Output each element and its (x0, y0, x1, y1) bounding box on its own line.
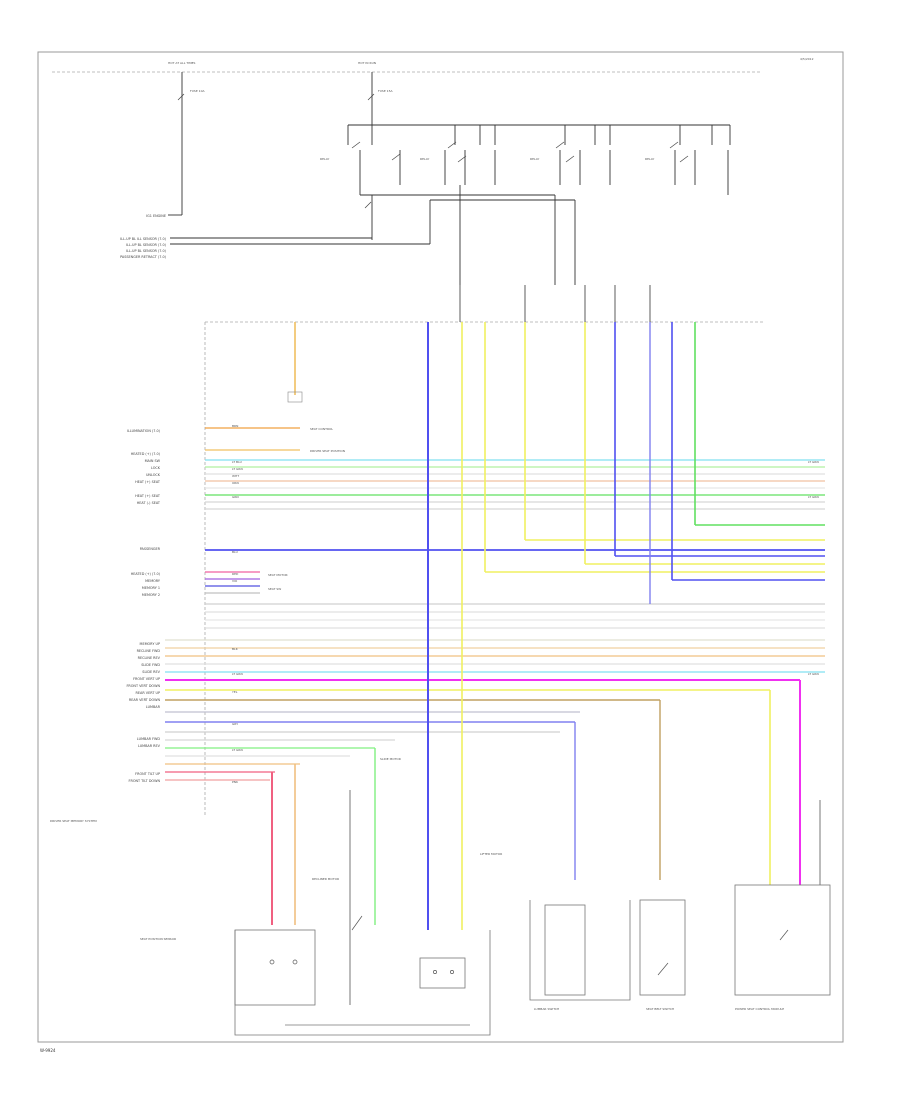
svg-text:FRONT TILT DOWN: FRONT TILT DOWN (129, 779, 161, 783)
svg-text:PASSENGER: PASSENGER (140, 547, 161, 551)
svg-text:GRN: GRN (232, 495, 239, 499)
svg-text:FRONT TILT UP: FRONT TILT UP (135, 772, 160, 776)
harness-lines (165, 427, 825, 781)
callout-seat-sw: SEAT SW (268, 587, 281, 591)
diagram-frame (37, 51, 844, 1043)
svg-text:SLIDE FWD: SLIDE FWD (141, 663, 160, 667)
svg-text:PASSENGER RETRACT (7.0): PASSENGER RETRACT (7.0) (120, 255, 167, 259)
svg-text:HEAT (+) SEAT: HEAT (+) SEAT (135, 480, 161, 484)
svg-text:MEMORY UP: MEMORY UP (140, 642, 160, 646)
svg-text:RECLINE FWD: RECLINE FWD (137, 649, 161, 653)
svg-text:MEMORY 2: MEMORY 2 (142, 593, 160, 597)
top-label-1: HOT AT ALL TIMES (168, 61, 196, 65)
bottom-components (234, 884, 831, 1036)
svg-text:PNK: PNK (232, 780, 239, 784)
svg-text:MEMORY 1: MEMORY 1 (142, 586, 160, 590)
svg-text:LUMBAR: LUMBAR (146, 705, 161, 709)
svg-text:ILL-UP BL ILL SENSOR (7.0): ILL-UP BL ILL SENSOR (7.0) (120, 237, 166, 241)
footer-code: W-9924 (40, 1048, 56, 1053)
note-left: DRIVER SEAT MEMORY SYSTEM (50, 819, 97, 823)
svg-text:SLIDE REV: SLIDE REV (142, 670, 160, 674)
svg-text:IG1 ENGINE: IG1 ENGINE (146, 214, 166, 218)
top-black-wiring (168, 72, 731, 285)
svg-text:LUMBAR REV: LUMBAR REV (138, 744, 161, 748)
top-label-4: FUSE 15A (378, 89, 393, 93)
svg-text:MEMORY: MEMORY (145, 579, 161, 583)
caption-lifter: LIFTER MOTOR (480, 852, 502, 856)
top-label-6: RELAY (420, 157, 430, 161)
svg-text:GRY: GRY (232, 722, 238, 726)
svg-text:MAIN SW: MAIN SW (145, 459, 161, 463)
top-label-7: RELAY (530, 157, 540, 161)
svg-text:BLU: BLU (232, 550, 238, 554)
svg-text:FRONT VERT UP: FRONT VERT UP (133, 677, 160, 681)
svg-text:YEL: YEL (232, 690, 238, 694)
callout-seat-motor: SEAT MOTOR (268, 573, 288, 577)
svg-text:HEAT (+) SEAT: HEAT (+) SEAT (135, 494, 161, 498)
svg-text:LUMBAR FWD: LUMBAR FWD (137, 737, 161, 741)
caption-lumbar-sw: LUMBAR SWITCH (534, 1007, 559, 1011)
svg-text:BRN: BRN (232, 424, 238, 428)
left-label-list: IG1 ENGINE ILL-UP BL ILL SENSOR (7.0) IL… (120, 214, 167, 783)
svg-text:BLK: BLK (232, 647, 239, 651)
svg-text:VIO: VIO (232, 579, 238, 583)
svg-text:ILL-UP BL SENSOR (7.0): ILL-UP BL SENSOR (7.0) (126, 243, 167, 247)
top-label-3: FUSE 10A (190, 89, 205, 93)
caption-belt-sw: SEAT BELT SWITCH (646, 1007, 674, 1011)
svg-text:HEATED (+) (7.0): HEATED (+) (7.0) (131, 452, 161, 456)
svg-text:HEATED (+) (7.0): HEATED (+) (7.0) (131, 572, 161, 576)
svg-text:LOCK: LOCK (151, 466, 161, 470)
corner-code: 4/5/2012 (800, 57, 814, 61)
svg-text:LT BLU: LT BLU (232, 460, 242, 464)
svg-text:LT GRN: LT GRN (232, 748, 243, 752)
svg-text:ILLUMINATION (7.0): ILLUMINATION (7.0) (127, 429, 161, 433)
svg-text:HEAT (-) SEAT: HEAT (-) SEAT (137, 501, 161, 505)
svg-text:ILL-UP BL SENSOR (7.0): ILL-UP BL SENSOR (7.0) (126, 249, 167, 253)
ground-connector (287, 391, 303, 403)
svg-text:LT GRN: LT GRN (232, 672, 243, 676)
svg-text:RECLINE REV: RECLINE REV (138, 656, 161, 660)
svg-text:UNLOCK: UNLOCK (146, 473, 161, 477)
fuse-stubs (459, 285, 651, 322)
vertical-harness (271, 322, 825, 1005)
callout-driver-seat: DRIVER SEAT POSITION (310, 449, 345, 453)
caption-recliner: RECLINER MOTOR (312, 877, 339, 881)
top-label-2: HOT IN RUN (358, 61, 376, 65)
relay-symbols (177, 93, 689, 209)
top-label-5: RELAY (320, 157, 330, 161)
svg-text:RED: RED (232, 572, 239, 576)
svg-text:LT GRN: LT GRN (232, 467, 243, 471)
callout-seat-control: SEAT CONTROL (310, 427, 333, 431)
caption-slide: SLIDE MOTOR (380, 757, 401, 761)
svg-text:ORN: ORN (232, 481, 239, 485)
svg-text:LT GRN: LT GRN (808, 460, 819, 464)
svg-text:LT GRN: LT GRN (808, 672, 819, 676)
caption-position-sensor: SEAT POSITION SENSOR (140, 937, 176, 941)
svg-text:WHT: WHT (232, 474, 239, 478)
connector-tags: BRN LT BLU LT GRN WHT ORN GRN BLU RED VI… (232, 424, 819, 784)
component-switch-glyphs (269, 915, 789, 976)
svg-text:LT GRN: LT GRN (808, 495, 819, 499)
svg-text:REAR VERT DOWN: REAR VERT DOWN (129, 698, 161, 702)
svg-text:REAR VERT UP: REAR VERT UP (136, 691, 161, 695)
svg-text:FRONT VERT DOWN: FRONT VERT DOWN (126, 684, 160, 688)
caption-module: POWER SEAT CONTROL MODULE (735, 1007, 784, 1011)
top-label-8: RELAY (645, 157, 655, 161)
